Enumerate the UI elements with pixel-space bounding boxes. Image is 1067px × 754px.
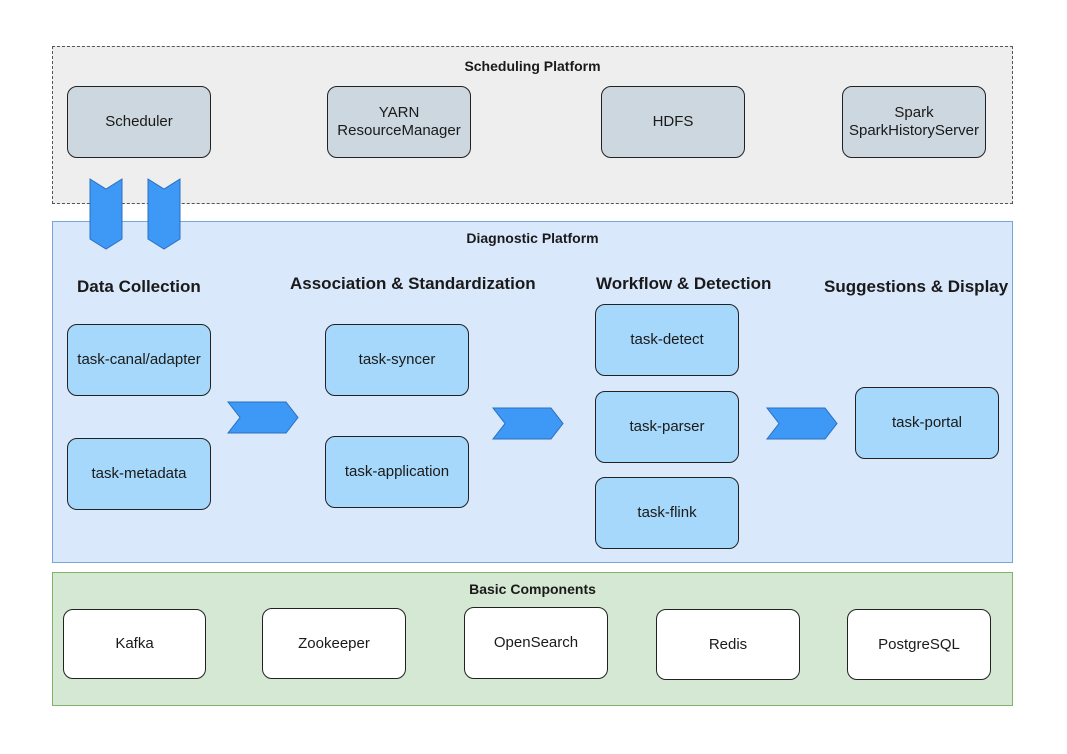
task-parser-box: task-parser (595, 391, 739, 463)
task-detect-box: task-detect (595, 304, 739, 376)
flow-arrow-1 (226, 401, 299, 434)
task-application-box: task-application (325, 436, 469, 508)
basic-components-title: Basic Components (469, 581, 596, 597)
flow-arrow-2 (491, 407, 564, 440)
postgresql-box: PostgreSQL (847, 609, 991, 680)
hdfs-box: HDFS (601, 86, 745, 158)
diagnostic-platform-panel: Diagnostic Platform (52, 221, 1013, 563)
flow-arrow-3 (765, 407, 838, 440)
heading-association-standardization: Association & Standardization (290, 274, 536, 293)
task-canal-adapter-box: task-canal/adapter (67, 324, 211, 396)
heading-suggestions-display: Suggestions & Display (824, 277, 1009, 296)
task-syncer-box: task-syncer (325, 324, 469, 396)
opensearch-box: OpenSearch (464, 607, 608, 679)
diagnostic-platform-title: Diagnostic Platform (466, 230, 599, 246)
heading-workflow-detection: Workflow & Detection (596, 274, 772, 293)
scheduling-platform-title: Scheduling Platform (464, 58, 601, 74)
scheduler-box: Scheduler (67, 86, 211, 158)
spark-history-server-box: Spark SparkHistoryServer (842, 86, 986, 158)
task-metadata-box: task-metadata (67, 438, 211, 510)
down-arrow-right (147, 178, 181, 250)
zookeeper-box: Zookeeper (262, 608, 406, 679)
task-flink-box: task-flink (595, 477, 739, 549)
yarn-resourcemanager-box: YARN ResourceManager (327, 86, 471, 158)
redis-box: Redis (656, 609, 800, 680)
down-arrow-left (89, 178, 123, 250)
heading-data-collection: Data Collection (77, 277, 201, 296)
kafka-box: Kafka (63, 609, 206, 679)
task-portal-box: task-portal (855, 387, 999, 459)
